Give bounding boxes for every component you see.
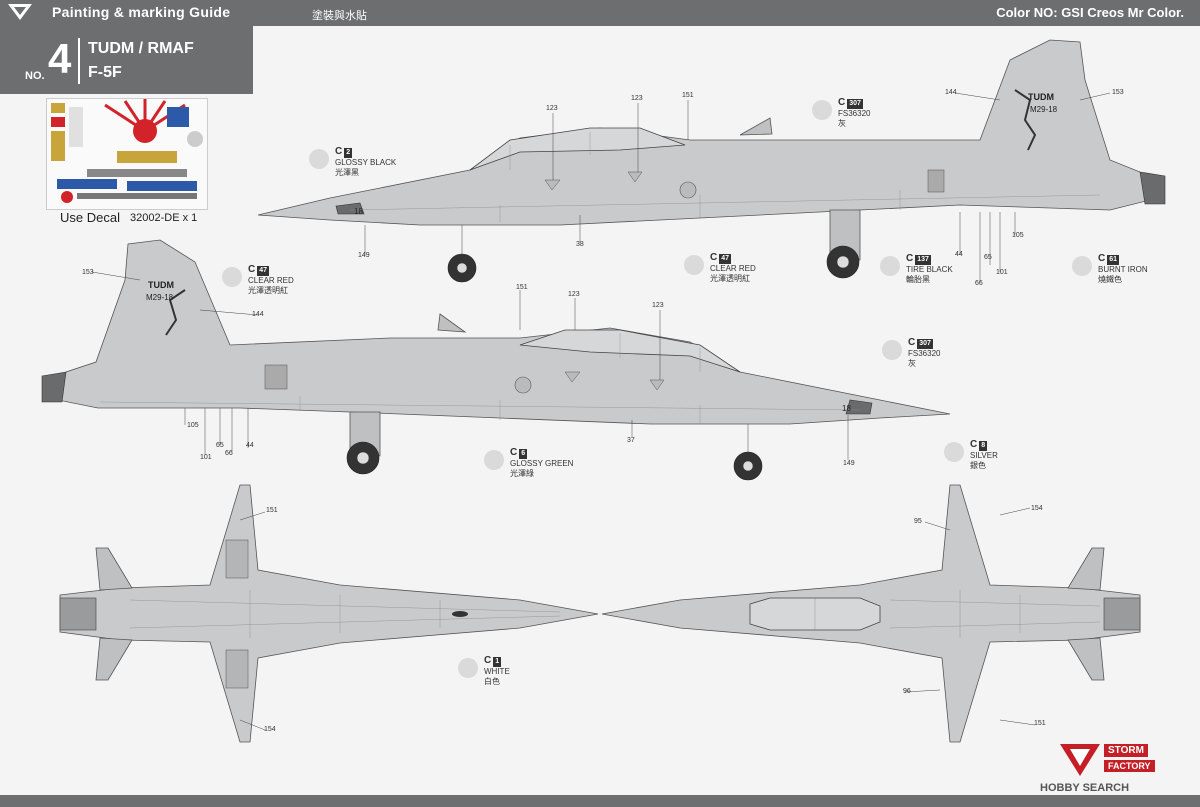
scheme-box: NO. 4 TUDM / RMAF F-5F — [0, 26, 253, 94]
side-view-right-facing — [41, 239, 951, 481]
storm-factory-logo-icon — [1060, 744, 1100, 776]
brand-logo-icon — [8, 4, 32, 20]
page-title-cn: 塗裝與水貼 — [312, 10, 367, 22]
part-number: 101 — [996, 269, 1008, 276]
part-number: 123 — [546, 105, 558, 112]
decal-sheet-icon — [47, 99, 207, 209]
brand-name-line1: STORM — [1104, 744, 1148, 757]
paint-brush-icon — [309, 149, 329, 169]
scheme-separator — [78, 38, 80, 84]
header-bar: Painting & marking Guide 塗裝與水貼 Color NO:… — [0, 0, 1200, 26]
paint-brush-icon — [880, 256, 900, 276]
part-number: 149 — [358, 252, 370, 259]
footer-bar — [0, 795, 1200, 807]
tail-marking-mid-1: TUDM — [148, 280, 174, 290]
part-number: 96 — [903, 688, 911, 695]
paint-brush-icon — [684, 255, 704, 275]
brand-name-line2: FACTORY — [1104, 760, 1155, 772]
part-number: 65 — [216, 442, 224, 449]
paint-brush-icon — [222, 267, 242, 287]
page-title: Painting & marking Guide — [52, 4, 231, 20]
nose-number-mid: 18 — [842, 404, 851, 413]
part-number: 144 — [252, 311, 264, 318]
color-note: Color NO: GSI Creos Mr Color. — [996, 5, 1184, 20]
part-number: 151 — [682, 92, 694, 99]
nose-number-top: 18 — [354, 207, 363, 216]
part-number: 153 — [82, 269, 94, 276]
tail-marking-top-2: M29-18 — [1030, 105, 1058, 114]
side-view-left-facing — [257, 39, 1166, 283]
part-number: 151 — [516, 284, 528, 291]
scheme-aircraft: F-5F — [88, 64, 122, 81]
part-number: 66 — [975, 280, 983, 287]
part-number: 154 — [1031, 505, 1043, 512]
underside-view — [59, 484, 599, 743]
part-number: 151 — [266, 507, 278, 514]
scheme-no-label: NO. — [25, 70, 45, 82]
paint-brush-icon — [882, 340, 902, 360]
part-number: 151 — [1034, 720, 1046, 727]
watermark-text: HOBBY SEARCH — [1040, 782, 1130, 794]
leader-lines — [91, 92, 1111, 731]
part-number: 38 — [576, 241, 584, 248]
top-view — [601, 484, 1141, 743]
part-number: 44 — [955, 251, 963, 258]
part-number: 66 — [225, 450, 233, 457]
part-number: 44 — [246, 442, 254, 449]
paint-brush-icon — [458, 658, 478, 678]
part-number: 154 — [264, 726, 276, 733]
part-number: 149 — [843, 460, 855, 467]
decal-label: Use Decal — [60, 210, 120, 225]
decal-sheet-thumbnail — [46, 98, 208, 210]
tail-marking-mid-2: M29-18 — [146, 293, 174, 302]
part-number: 105 — [187, 422, 199, 429]
paint-brush-icon — [812, 100, 832, 120]
part-number: 101 — [200, 454, 212, 461]
part-number: 123 — [631, 95, 643, 102]
part-number: 144 — [945, 89, 957, 96]
scheme-operator: TUDM / RMAF — [88, 40, 194, 57]
part-number: 105 — [1012, 232, 1024, 239]
paint-brush-icon — [944, 442, 964, 462]
part-number: 153 — [1112, 89, 1124, 96]
part-number: 95 — [914, 518, 922, 525]
tail-marking-top-1: TUDM — [1028, 92, 1054, 102]
part-number: 37 — [627, 437, 635, 444]
decal-code: 32002-DE x 1 — [130, 212, 198, 224]
part-number: 123 — [652, 302, 664, 309]
part-number: 65 — [984, 254, 992, 261]
part-number: 123 — [568, 291, 580, 298]
paint-brush-icon — [484, 450, 504, 470]
scheme-number: 4 — [48, 35, 72, 82]
paint-brush-icon — [1072, 256, 1092, 276]
